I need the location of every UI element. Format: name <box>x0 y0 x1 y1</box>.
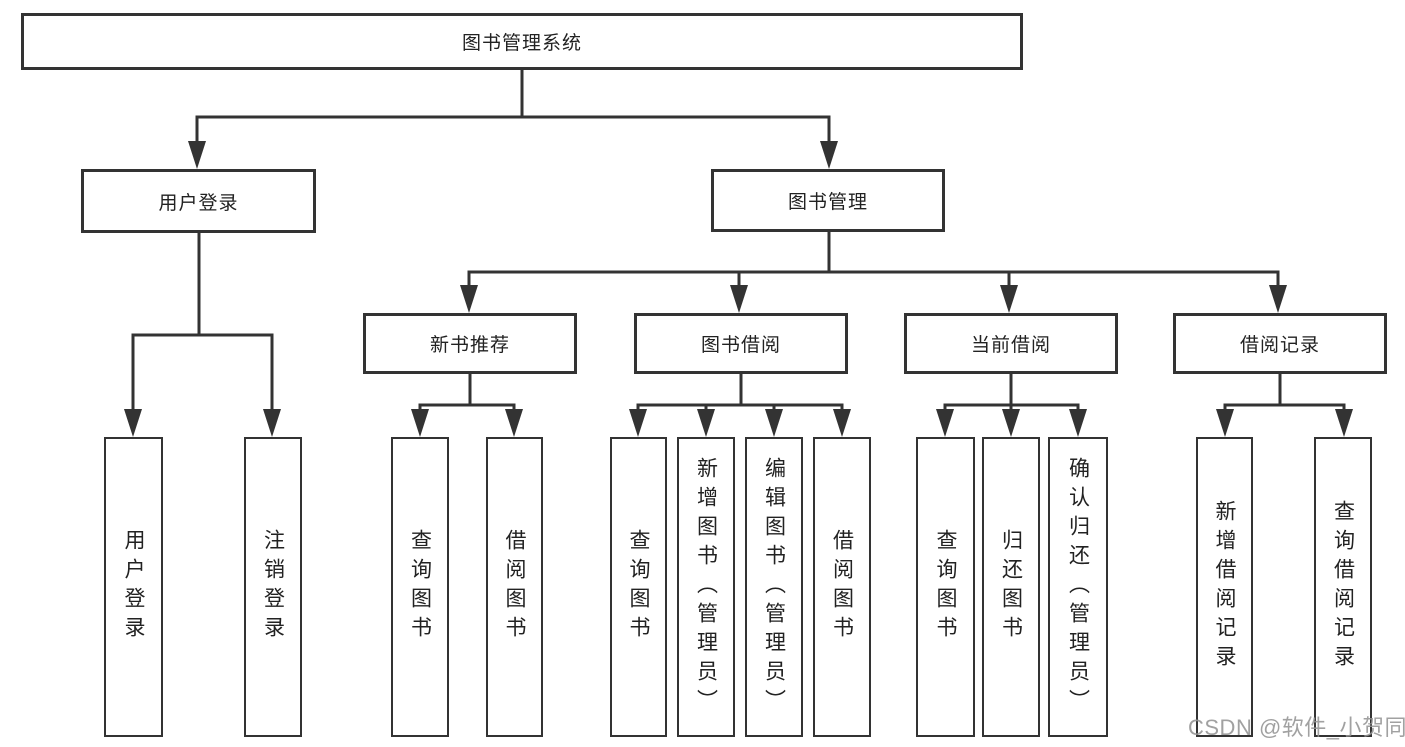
node-label: 查询借阅记录 <box>1331 500 1355 674</box>
node-book-borrowing: 图书借阅 <box>634 313 848 374</box>
node-label: 查询图书 <box>627 529 651 645</box>
node-label: 借阅图书 <box>830 529 854 645</box>
leaf-borrow-books-1: 借阅图书 <box>486 437 543 737</box>
node-label: 图书借阅 <box>700 335 781 356</box>
node-book-management: 图书管理 <box>711 169 945 232</box>
node-label: 借阅图书 <box>503 529 527 645</box>
node-label: 当前借阅 <box>970 335 1051 356</box>
leaf-edit-books-admin: 编辑图书（管理员） <box>745 437 803 737</box>
leaf-add-books-admin: 新增图书（管理员） <box>677 437 735 737</box>
leaf-borrow-books-2: 借阅图书 <box>813 437 871 737</box>
leaf-confirm-return-admin: 确认归还（管理员） <box>1048 437 1108 737</box>
node-label: 编辑图书（管理员） <box>762 456 786 718</box>
node-user-login: 用户登录 <box>81 169 316 233</box>
node-label: 用户登录 <box>158 192 239 214</box>
node-library-system: 图书管理系统 <box>21 13 1023 70</box>
node-current-borrowing: 当前借阅 <box>904 313 1118 374</box>
leaf-query-borrow-record: 查询借阅记录 <box>1314 437 1372 737</box>
leaf-query-books-3: 查询图书 <box>916 437 975 737</box>
node-label: 归还图书 <box>999 529 1023 645</box>
node-label: 借阅记录 <box>1239 335 1320 356</box>
leaf-logout: 注销登录 <box>244 437 302 737</box>
node-label: 查询图书 <box>934 529 958 645</box>
node-label: 用户登录 <box>122 529 146 645</box>
node-label: 新增借阅记录 <box>1213 500 1237 674</box>
leaf-query-books-2: 查询图书 <box>610 437 667 737</box>
node-label: 图书管理系统 <box>461 33 582 54</box>
node-label: 新增图书（管理员） <box>694 456 718 718</box>
leaf-add-borrow-record: 新增借阅记录 <box>1196 437 1253 737</box>
leaf-query-books-1: 查询图书 <box>391 437 449 737</box>
node-new-book-recommend: 新书推荐 <box>363 313 577 374</box>
node-label: 注销登录 <box>261 529 285 645</box>
node-label: 图书管理 <box>787 192 868 213</box>
node-label: 查询图书 <box>408 529 432 645</box>
csdn-watermark: CSDN @软件_小贺同学 <box>1188 715 1405 740</box>
node-borrowing-records: 借阅记录 <box>1173 313 1387 374</box>
leaf-return-books: 归还图书 <box>982 437 1040 737</box>
node-label: 确认归还（管理员） <box>1066 456 1090 718</box>
node-label: 新书推荐 <box>429 335 510 356</box>
leaf-user-login: 用户登录 <box>104 437 163 737</box>
